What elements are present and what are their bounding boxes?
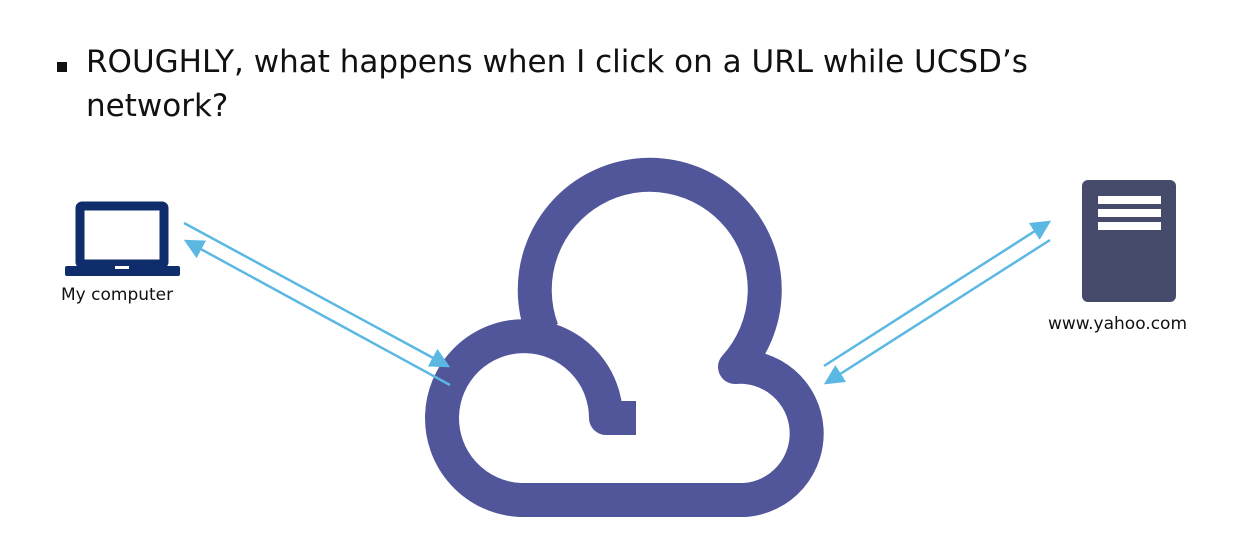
laptop-notch	[115, 266, 129, 269]
computer-label: My computer	[61, 285, 174, 305]
bullet-text: ROUGHLY, what happens when I click on a …	[86, 44, 1028, 124]
laptop-base	[65, 266, 180, 276]
laptop-screen	[75, 201, 169, 269]
arrow-server-to-cloud	[823, 238, 1051, 385]
server-line-1	[1098, 196, 1161, 204]
arrow-cloud-to-server	[823, 220, 1052, 368]
cloud-icon	[425, 157, 824, 517]
bullet-point: ROUGHLY, what happens when I click on a …	[57, 40, 1177, 128]
cloud-outline	[425, 157, 824, 517]
server-line-3	[1098, 222, 1161, 230]
laptop-icon	[65, 201, 180, 276]
bullet-marker	[57, 62, 67, 72]
server-label: www.yahoo.com	[1048, 314, 1188, 334]
server-line-2	[1098, 209, 1161, 217]
arrow-computer-to-cloud	[183, 221, 451, 368]
arrow-cloud-to-computer	[183, 239, 451, 387]
server-icon	[1082, 180, 1176, 302]
